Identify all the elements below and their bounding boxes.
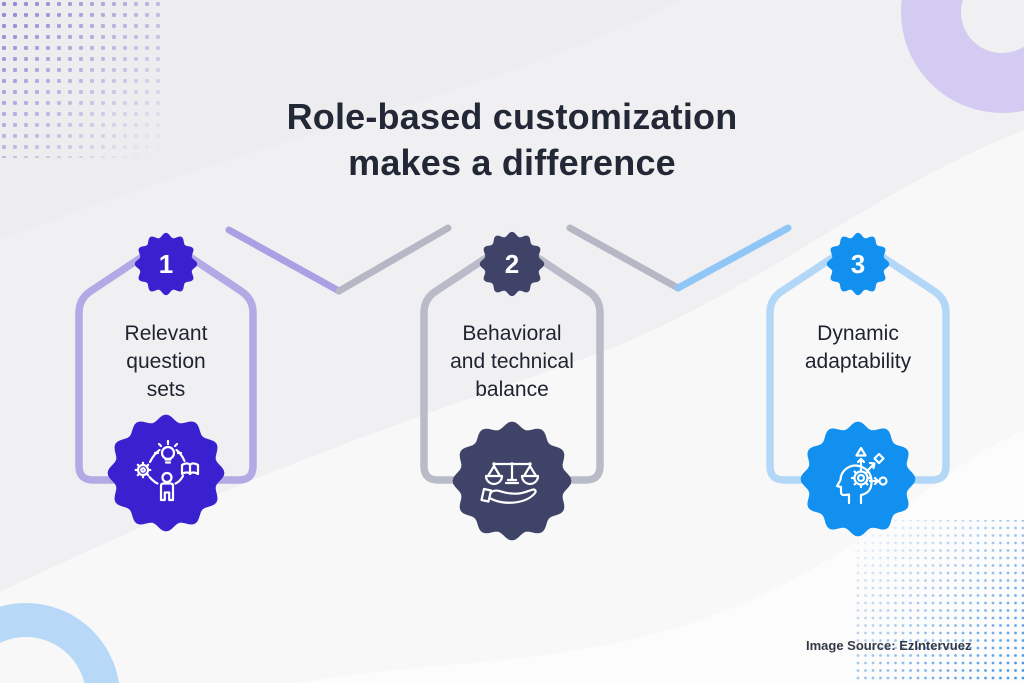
- step-3-label: Dynamic adaptability: [766, 320, 950, 376]
- ring-top-right-decoration: [901, 0, 1024, 113]
- step-2-number: 2: [504, 249, 520, 279]
- image-source-credit: Image Source: EzIntervuez: [806, 638, 972, 653]
- step-3-number-badge: [826, 232, 890, 296]
- step-1-label-line-3: sets: [146, 378, 186, 401]
- step-2-label: Behavioral and technical balance: [420, 320, 604, 404]
- page-title-line-1: Role-based customization: [286, 96, 738, 137]
- connector-2-right-segment: [674, 224, 792, 292]
- step-1-label-line-1: Relevant: [124, 322, 208, 345]
- page-title-line-2: makes a difference: [348, 142, 676, 183]
- step-2-number-badge: [479, 231, 545, 297]
- balance-scale-hand-icon: [480, 462, 540, 504]
- connector-1-right-segment: [335, 224, 452, 295]
- background-wave-main: [0, 130, 1024, 683]
- step-2-label-line-3: balance: [475, 378, 549, 401]
- step-1-label: Relevant question sets: [74, 320, 258, 404]
- connector-2-left-segment: [566, 224, 682, 292]
- connector-1-left-segment: [225, 226, 343, 295]
- step-1-number: 1: [158, 249, 174, 279]
- dot-grid-top-left-decoration: [0, 0, 160, 158]
- adaptive-mind-icon: [835, 446, 888, 505]
- step-2-label-line-2: and technical: [450, 350, 574, 373]
- step-3-number: 3: [850, 249, 866, 279]
- person-knowledge-icon: [134, 439, 200, 502]
- page-title: Role-based customization makes a differe…: [0, 94, 1024, 186]
- step-1-number-badge: [134, 232, 198, 296]
- step-2-label-line-1: Behavioral: [462, 322, 562, 345]
- dot-grid-bottom-right-decoration: [852, 520, 1024, 683]
- step-3-label-line-2: adaptability: [804, 350, 912, 373]
- background-wave-bottom: [300, 430, 1024, 683]
- step-3-label-line-1: Dynamic: [817, 322, 899, 345]
- step-1-label-line-2: question: [126, 350, 206, 373]
- background-wave-top: [0, 0, 680, 240]
- ring-bottom-left-decoration: [0, 603, 119, 683]
